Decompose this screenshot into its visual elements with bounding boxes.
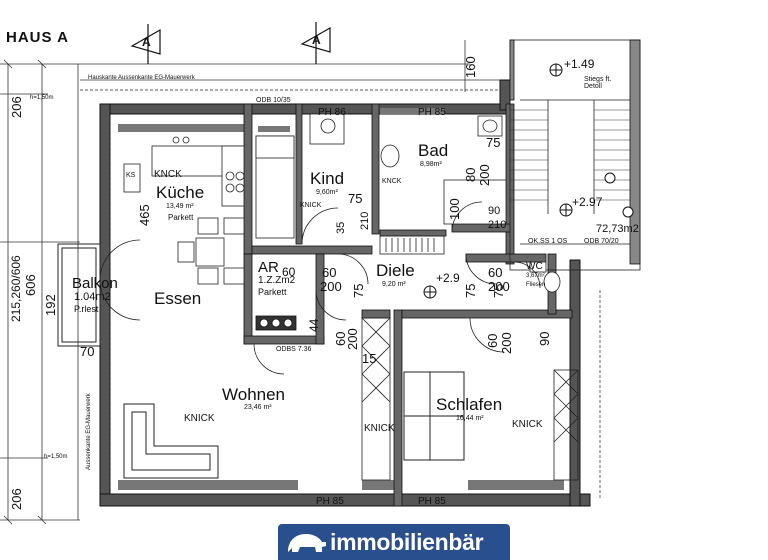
odb-2: OK.SS 1 OS	[528, 238, 568, 245]
dim-210-a: 210	[359, 211, 371, 230]
room-kind-area: 9,60m²	[316, 189, 338, 196]
dim-75-c: 75	[351, 283, 366, 298]
dim-35: 35	[335, 221, 347, 234]
level-297: +2.97	[572, 195, 603, 209]
knick-3: KNICK	[512, 419, 543, 430]
dim-192: 192	[43, 294, 58, 316]
dim-75-d: 75	[463, 283, 478, 298]
room-essen-name: Essen	[154, 289, 202, 308]
room-balkon-area: 1.04m2	[74, 291, 111, 303]
brand-name: immobilienbär	[330, 528, 484, 555]
room-bad-name: Bad	[418, 141, 449, 160]
bear-icon	[288, 534, 326, 552]
odb-1: ODB 10/35	[256, 97, 291, 104]
room-wohnen-area: 23,46 m²	[244, 404, 272, 411]
stair-marker-a2: A	[312, 33, 321, 47]
level-149: +1.49	[564, 57, 595, 71]
knick-4: KNCK	[382, 178, 402, 185]
room-ar-name: AR	[258, 259, 279, 276]
dim-60-d: 60	[485, 333, 500, 348]
ph-85-bottom-1: PH 85	[316, 496, 344, 507]
brand-logo: immobilienbär	[278, 524, 510, 560]
dim-160: 160	[463, 56, 478, 78]
wall-top-note: Hauskante Aussenkante EG-Mauerwerk	[88, 75, 195, 81]
knick-5: KNICK	[300, 202, 322, 209]
dim-44: 44	[307, 318, 321, 332]
dim-200-a: 200	[477, 164, 492, 186]
room-wc-area: 3,67m²	[526, 273, 545, 279]
dim-465: 465	[137, 204, 152, 226]
room-diele-name: Diele	[376, 261, 415, 280]
wall-left-note: Aussenkante EG-Mauerwerk	[86, 393, 92, 470]
dim-90-a: 90	[488, 205, 501, 217]
room-wc-name: WC	[526, 261, 543, 272]
dim-15: 15	[362, 351, 377, 366]
room-wc-floor: Fliesen	[526, 282, 546, 288]
room-wohnen-name: Wohnen	[222, 385, 286, 404]
kitchen-tag: KNCK	[154, 169, 182, 180]
dim-75-a: 75	[348, 191, 363, 206]
height-note-top: h=1,50m	[30, 95, 54, 101]
knick-2: KNICK	[364, 423, 395, 434]
dim-206-top: 206	[9, 96, 24, 118]
dim-70: 70	[80, 344, 95, 359]
dim-215: 215,260/606	[9, 255, 23, 322]
ks-label: KS	[126, 172, 136, 179]
room-ar-area: 1.Z.Zm2	[258, 275, 296, 286]
dim-60-e: 60	[282, 265, 296, 279]
stair-marker-a1: A	[142, 35, 151, 49]
odb-3: ODB 70/20	[584, 238, 619, 245]
ph-86: PH 86	[318, 107, 346, 118]
dim-606: 606	[23, 274, 38, 296]
dim-200-c: 200	[488, 279, 510, 294]
height-note-bottom: h=1,50m	[44, 454, 68, 460]
dim-210-b: 210	[488, 219, 507, 231]
room-kueche-floor: Parkett	[168, 213, 194, 222]
room-bad-area: 8,98m²	[420, 161, 442, 168]
odb-4: ODBS 7.36	[276, 346, 312, 353]
stairs-note: Stiegs ft. Detoll	[584, 76, 612, 90]
dim-60-b: 60	[488, 265, 503, 280]
room-kueche-name: Küche	[156, 183, 205, 202]
dim-200-e: 200	[499, 332, 514, 354]
room-schlafen-name: Schlafen	[436, 395, 503, 414]
dim-206-bottom: 206	[9, 488, 24, 510]
room-balkon-name: Balkon	[72, 275, 118, 292]
dim-75-b: 75	[486, 135, 501, 150]
level-29: +2.9	[436, 271, 460, 285]
room-kueche-area: 13,49 m²	[166, 203, 194, 210]
room-kind-name: Kind	[310, 169, 345, 188]
dim-100: 100	[447, 198, 462, 220]
room-balkon-floor: P.rlest	[74, 304, 99, 314]
dim-60-c: 60	[333, 331, 348, 346]
ph-85-bottom-2: PH 85	[418, 496, 446, 507]
ph-85-top: PH 85	[418, 107, 446, 118]
dim-200-b: 200	[320, 279, 342, 294]
room-ar-floor: Parkett	[258, 287, 287, 297]
house-label: HAUS A	[6, 29, 69, 46]
dim-90-b: 90	[537, 331, 552, 346]
room-diele-area: 9,20 m²	[382, 281, 406, 288]
dim-80: 80	[463, 167, 478, 182]
knick-1: KNICK	[184, 413, 215, 424]
room-schlafen-area: 16,44 m²	[456, 415, 484, 422]
stair-area: 72,73m2	[596, 223, 639, 235]
dim-60-a: 60	[322, 265, 337, 280]
